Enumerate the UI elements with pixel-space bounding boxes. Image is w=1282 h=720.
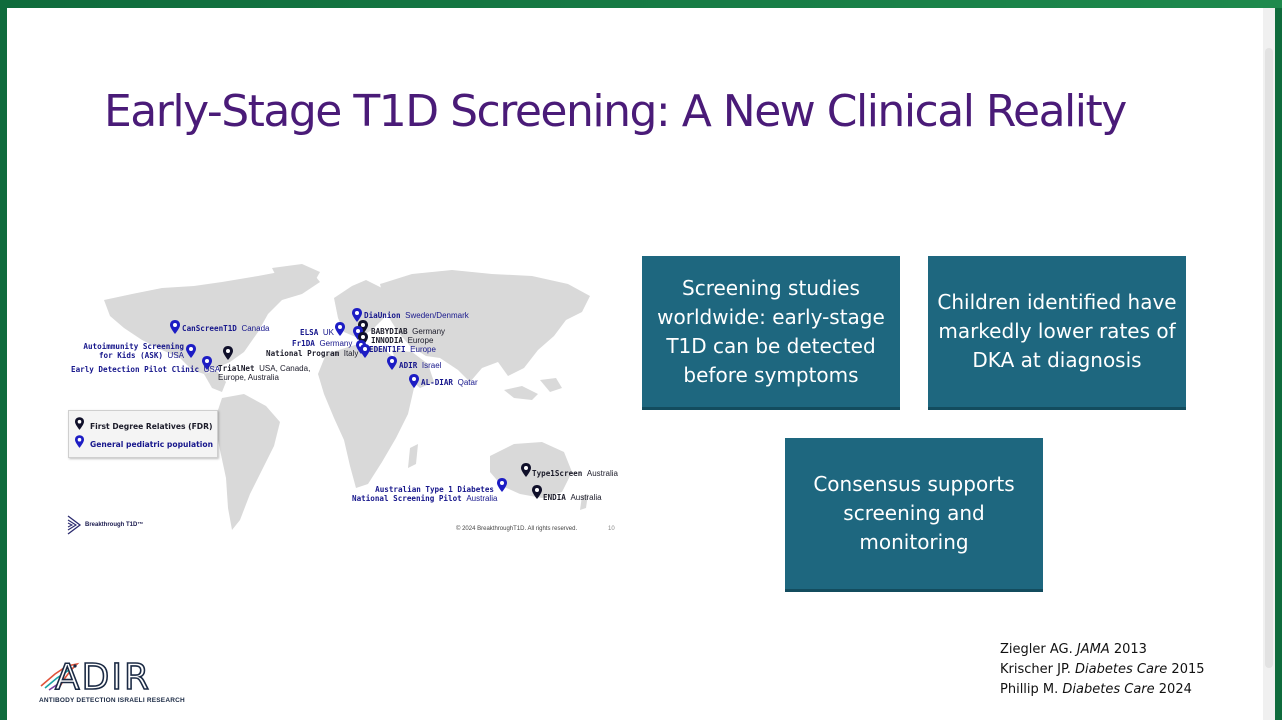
site-location: Sweden/Denmark — [405, 311, 469, 320]
site-location: Europe — [410, 345, 436, 354]
reference-item: Phillip M. Diabetes Care 2024 — [1000, 682, 1192, 697]
map-pin-canscreen[interactable] — [170, 320, 180, 334]
site-location: USA — [167, 351, 184, 360]
map-pin-elsa[interactable] — [335, 322, 345, 336]
map-pin-endia[interactable] — [532, 485, 542, 499]
scrollbar-thumb[interactable] — [1265, 48, 1273, 668]
blue-pin-icon — [75, 435, 84, 453]
site-label-type1screen: Type1Screen Australia — [532, 469, 618, 478]
site-name: DiaUnion — [364, 311, 401, 320]
site-name: Early Detection Pilot Clinic — [71, 365, 200, 374]
site-label-early-detection: Early Detection Pilot Clinic USA — [71, 365, 220, 374]
info-box-text: Screening studies worldwide: early-stage… — [657, 275, 885, 387]
map-pin-ask[interactable] — [186, 344, 196, 358]
site-name: EDENT1FI — [369, 345, 406, 354]
site-label-canscreen: CanScreenT1D Canada — [182, 324, 269, 333]
site-location: Germany — [319, 339, 353, 348]
info-box-text: Children identified have markedly lower … — [937, 290, 1177, 372]
site-location: Italy — [343, 349, 359, 358]
hummingbird-icon — [40, 662, 80, 691]
presentation-slide: Early-Stage T1D Screening: A New Clinica… — [7, 8, 1275, 720]
site-location: Australia — [570, 493, 602, 502]
map-pin-adir[interactable] — [387, 356, 397, 370]
legend-label-general: General pediatric population — [90, 439, 214, 449]
site-name: BABYDIAB — [371, 327, 408, 336]
site-name: ELSA — [300, 328, 319, 337]
site-label-trialnet: TrialNet USA, Canada,Europe, Australia — [218, 364, 310, 382]
legend-item-fdr: First Degree Relatives (FDR) — [75, 417, 213, 435]
site-name: Type1Screen — [532, 469, 583, 478]
map-pin-diaunion[interactable] — [352, 308, 362, 322]
site-location: Canada — [241, 324, 270, 333]
site-location-line2: Europe, Australia — [218, 373, 279, 382]
site-location: UK — [322, 328, 334, 337]
breakthrough-logo-text: Breakthrough T1D™ — [85, 522, 144, 528]
vertical-scrollbar[interactable] — [1263, 8, 1275, 720]
site-location: USA — [203, 365, 221, 374]
site-name: AL-DIAR — [421, 378, 454, 387]
map-pin-trialnet[interactable] — [223, 346, 233, 360]
site-name: National Program — [266, 349, 340, 358]
site-name: Fr1DA — [292, 339, 315, 348]
site-name: ENDIA — [543, 493, 566, 502]
site-location: Qatar — [457, 378, 478, 387]
map-page-number: 10 — [608, 526, 615, 532]
site-name: ADIR — [399, 361, 418, 370]
reference-item: Krischer JP. Diabetes Care 2015 — [1000, 662, 1205, 677]
info-box-text: Consensus supports screening and monitor… — [813, 472, 1015, 554]
map-copyright: © 2024 BreakthroughT1D. All rights reser… — [456, 526, 578, 532]
reference-item: Ziegler AG. JAMA 2013 — [1000, 642, 1147, 657]
site-name: Autoimmunity Screening — [83, 342, 184, 351]
map-legend: First Degree Relatives (FDR) General ped… — [68, 410, 218, 458]
slide-title: Early-Stage T1D Screening: A New Clinica… — [104, 86, 1127, 137]
map-pin-australian-pilot[interactable] — [497, 478, 507, 492]
adir-logo-word: ADIR — [54, 657, 151, 699]
adir-logo: ADIR ANTIBODY DETECTION ISRAELI RESEARCH — [37, 657, 217, 710]
site-name: TrialNet — [218, 364, 255, 373]
site-label-babydiab: BABYDIAB Germany — [371, 327, 445, 336]
site-name-line2: National Screening Pilot — [352, 494, 462, 503]
references-list: Ziegler AG. JAMA 2013 Krischer JP. Diabe… — [1000, 640, 1205, 700]
map-pin-early-detection[interactable] — [202, 356, 212, 370]
map-pin-edent1fi[interactable] — [360, 344, 370, 358]
site-name: CanScreenT1D — [182, 324, 237, 333]
site-name-line2: for Kids (ASK) — [98, 351, 163, 360]
site-name: INNODIA — [371, 336, 404, 345]
site-label-adir: ADIR Israel — [399, 361, 441, 370]
legend-item-general: General pediatric population — [75, 435, 214, 453]
breakthrough-mark-icon — [67, 515, 82, 535]
site-label-diaunion: DiaUnion Sweden/Denmark — [364, 311, 469, 320]
site-location: Australia — [466, 494, 498, 503]
site-location: USA, Canada, — [259, 364, 311, 373]
info-box-screening-studies: Screening studies worldwide: early-stage… — [642, 256, 900, 410]
info-box-consensus: Consensus supports screening and monitor… — [785, 438, 1043, 592]
site-label-innodia: INNODIA Europe — [371, 336, 433, 345]
legend-label-fdr: First Degree Relatives (FDR) — [90, 421, 213, 431]
adir-logo-subtitle: ANTIBODY DETECTION ISRAELI RESEARCH — [39, 697, 185, 704]
info-box-dka-rates: Children identified have markedly lower … — [928, 256, 1186, 410]
dark-pin-icon — [75, 417, 84, 435]
site-location: Europe — [407, 336, 434, 345]
world-map-figure: DiaUnion Sweden/Denmark CanScreenT1D Can… — [62, 258, 622, 543]
window-frame — [0, 0, 1282, 8]
world-map-image — [104, 264, 590, 530]
site-label-endia: ENDIA Australia — [543, 493, 602, 502]
site-label-elsa: ELSA UK — [300, 328, 334, 337]
site-location: Israel — [421, 361, 442, 370]
site-label-al-diar: AL-DIAR Qatar — [421, 378, 478, 387]
site-location: Australia — [586, 469, 618, 478]
site-label-edent1fi: EDENT1FI Europe — [369, 345, 436, 354]
breakthrough-logo: Breakthrough T1D™ — [66, 514, 143, 536]
map-pin-al-diar[interactable] — [409, 374, 419, 388]
site-location: Germany — [412, 327, 446, 336]
site-label-fr1da: Fr1DA Germany — [292, 339, 352, 348]
site-label-national-program: National Program Italy — [266, 349, 358, 358]
map-pin-type1screen[interactable] — [521, 463, 531, 477]
site-name: Australian Type 1 Diabetes — [375, 485, 494, 494]
